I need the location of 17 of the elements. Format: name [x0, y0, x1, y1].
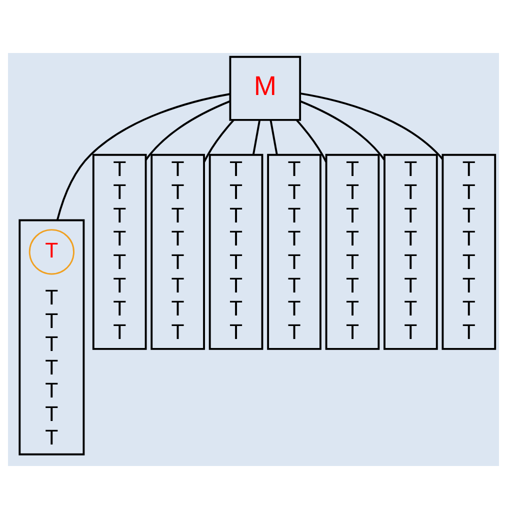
- connector: [145, 100, 231, 160]
- node-box: M: [229, 55, 302, 120]
- connector: [270, 119, 278, 154]
- connector: [296, 118, 327, 162]
- node-box: T T T T T T T T: [267, 153, 322, 350]
- node-box: T T T T T T T T: [208, 153, 264, 350]
- node-box: T T T T T T T T: [442, 153, 496, 350]
- connector: [300, 92, 444, 160]
- node-box: T T T T T T T T: [150, 153, 205, 350]
- connector: [252, 119, 261, 154]
- node-box: T T T T T T T T: [92, 153, 147, 350]
- connector: [56, 92, 230, 220]
- node-circle: T: [28, 228, 74, 274]
- connector: [203, 118, 234, 162]
- connector: [300, 100, 386, 160]
- node-box: T T T T T T T T: [384, 153, 438, 350]
- node-box: T T T T T T T T: [325, 153, 380, 350]
